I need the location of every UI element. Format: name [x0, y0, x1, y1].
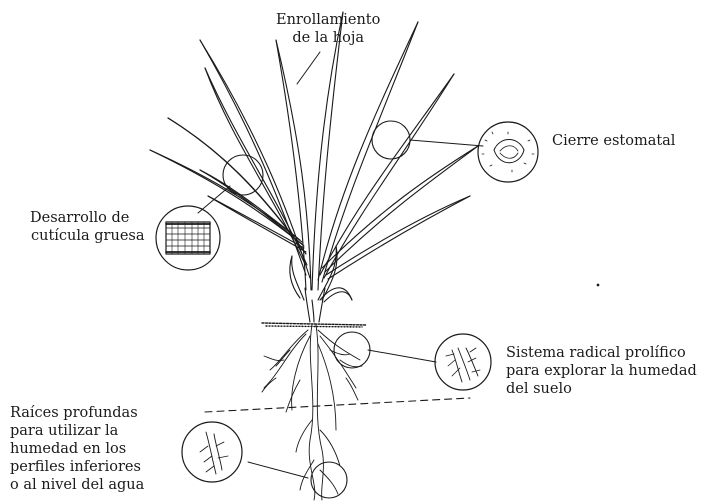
leaf-stomata-circle — [372, 121, 410, 159]
leaf — [324, 292, 352, 302]
label-deep-roots: Raíces profundas para utilizar la humeda… — [10, 404, 144, 494]
leaf — [325, 146, 478, 272]
root-system-inset — [435, 334, 491, 390]
label-deep-roots-line-2: para utilizar la — [10, 422, 144, 440]
label-stomatal-closure-line-1: Cierre estomatal — [552, 132, 675, 150]
label-root-system: Sistema radical prolífico para explorar … — [506, 344, 697, 398]
leaves — [150, 12, 478, 302]
soil-line — [262, 323, 366, 327]
label-leaf-rolling-line-1: Enrollamiento — [276, 11, 380, 29]
label-deep-roots-line-4: perfiles inferiores — [10, 458, 144, 476]
label-root-system-line-2: para explorar la humedad — [506, 362, 697, 380]
label-thick-cuticle: Desarrollo de cutícula gruesa — [28, 209, 145, 245]
leaf — [208, 196, 304, 248]
leaf — [318, 12, 343, 290]
label-leaf-rolling: Enrollamiento de la hoja — [276, 11, 380, 47]
label-thick-cuticle-line-2: cutícula gruesa — [28, 227, 145, 245]
deep-root-inset — [182, 422, 242, 482]
water-table-line — [205, 398, 470, 412]
upper-root-circle — [334, 332, 370, 368]
stomata-inset — [478, 122, 538, 182]
label-leaf-rolling-line-2: de la hoja — [276, 29, 380, 47]
label-root-system-line-1: Sistema radical prolífico — [506, 344, 697, 362]
leaf — [276, 40, 311, 290]
label-thick-cuticle-line-1: Desarrollo de — [28, 209, 145, 227]
cuticle-inset — [156, 206, 220, 270]
leaf — [328, 196, 470, 279]
label-root-system-line-3: del suelo — [506, 380, 697, 398]
leaf — [168, 118, 303, 250]
leaf — [200, 170, 300, 240]
label-deep-roots-line-3: humedad en los — [10, 440, 144, 458]
label-deep-roots-line-5: o al nivel del agua — [10, 476, 144, 494]
label-deep-roots-line-1: Raíces profundas — [10, 404, 144, 422]
label-stomatal-closure: Cierre estomatal — [552, 132, 675, 150]
